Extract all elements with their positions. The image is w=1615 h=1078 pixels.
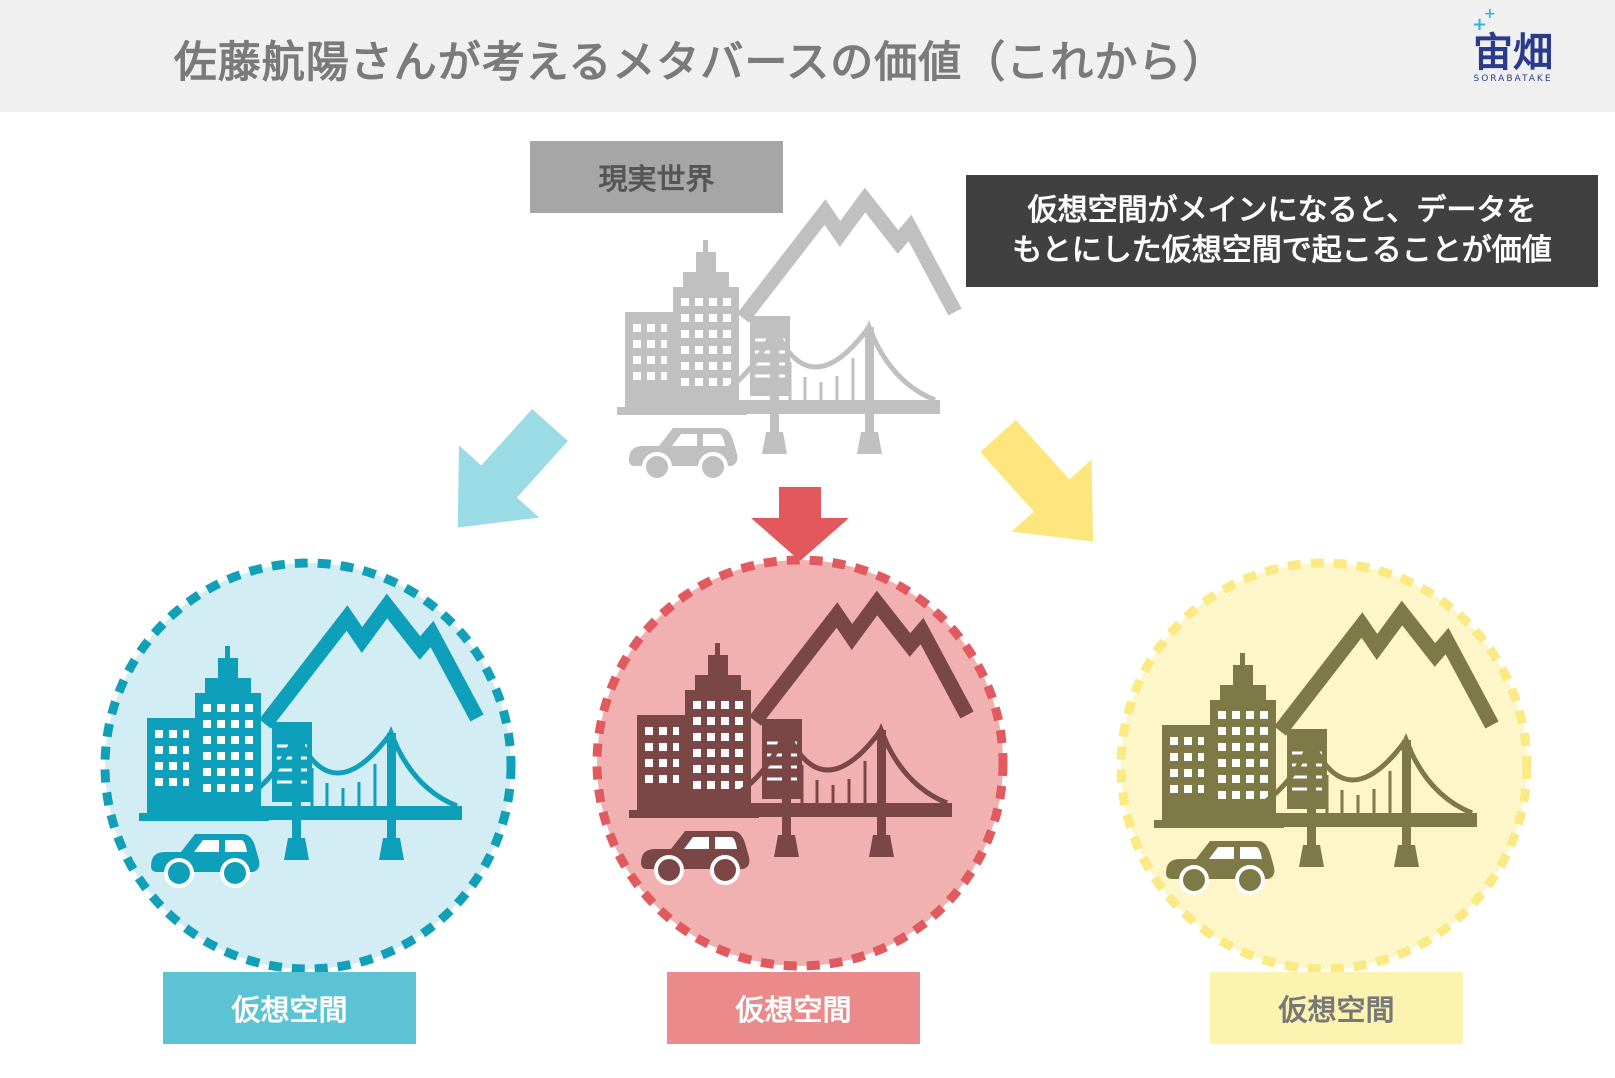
real-world-label: 現実世界 [530,141,783,213]
virtual-space-label-1: 仮想空間 [163,972,416,1044]
sparkle-icon: + [1472,14,1488,35]
arrow-left-icon [457,408,568,528]
callout-line-2: もとにした仮想空間で起こることが価値 [1012,233,1552,268]
page-title: 佐藤航陽さんが考えるメタバースの価値（これから） [173,38,1227,88]
virtual-space-label-2: 仮想空間 [667,972,920,1044]
logo-mark: 宙畑 [1473,30,1553,76]
logo-subtitle: SORABATAKE [1473,74,1553,84]
callout-line-1: 仮想空間がメインになると、データを [1027,193,1537,228]
real-world-cityscape-icon [617,200,955,480]
header-bar: 佐藤航陽さんが考えるメタバースの価値（これから） + + 宙畑 SORABATA… [0,0,1615,112]
sparkle-icon: + [1484,6,1496,22]
sorabatake-logo: + + 宙畑 SORABATAKE [1458,6,1568,92]
virtual-space-label-3: 仮想空間 [1210,972,1463,1044]
arrow-down-icon [751,487,849,561]
arrow-right-icon [980,419,1094,542]
value-callout: 仮想空間がメインになると、データを もとにした仮想空間で起こることが価値 [966,175,1598,287]
